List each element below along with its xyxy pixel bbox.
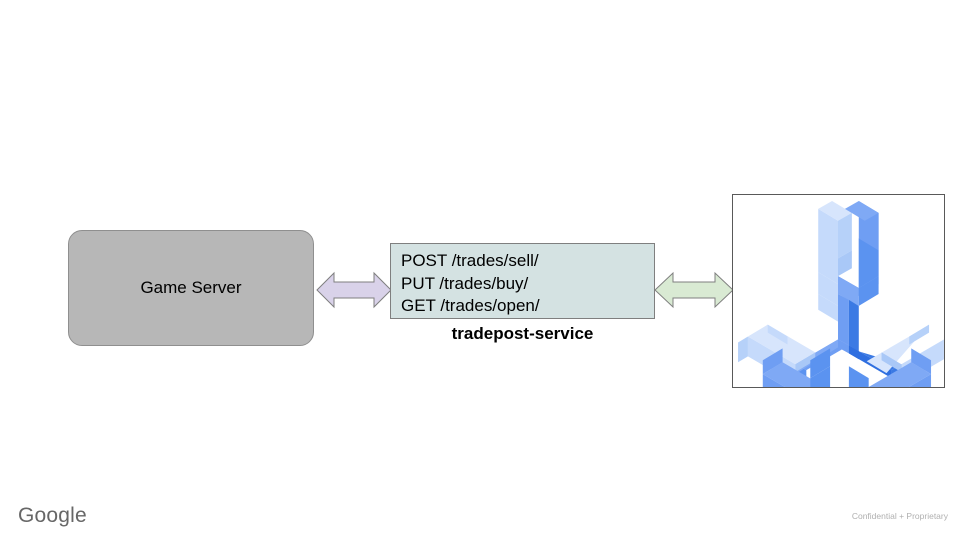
double-arrow-icon — [316, 271, 392, 309]
connector-service-to-agones — [654, 269, 734, 311]
agones-logo-frame — [732, 194, 945, 388]
endpoint-line: POST /trades/sell/ — [401, 251, 539, 270]
game-server-label: Game Server — [140, 277, 242, 297]
agones-logo-icon — [738, 200, 944, 387]
tradepost-service-caption: tradepost-service — [451, 324, 594, 343]
tradepost-service-node: POST /trades/sell/ PUT /trades/buy/ GET … — [390, 243, 655, 319]
game-server-node: Game Server — [68, 230, 314, 346]
confidentiality-notice: Confidential + Proprietary — [851, 511, 948, 521]
google-logo: Google — [18, 504, 87, 527]
endpoint-line: PUT /trades/buy/ — [401, 273, 529, 293]
double-arrow-icon — [654, 271, 734, 309]
endpoint-line: GET /trades/open/ — [401, 296, 540, 315]
connector-game-server-to-service — [316, 269, 392, 311]
